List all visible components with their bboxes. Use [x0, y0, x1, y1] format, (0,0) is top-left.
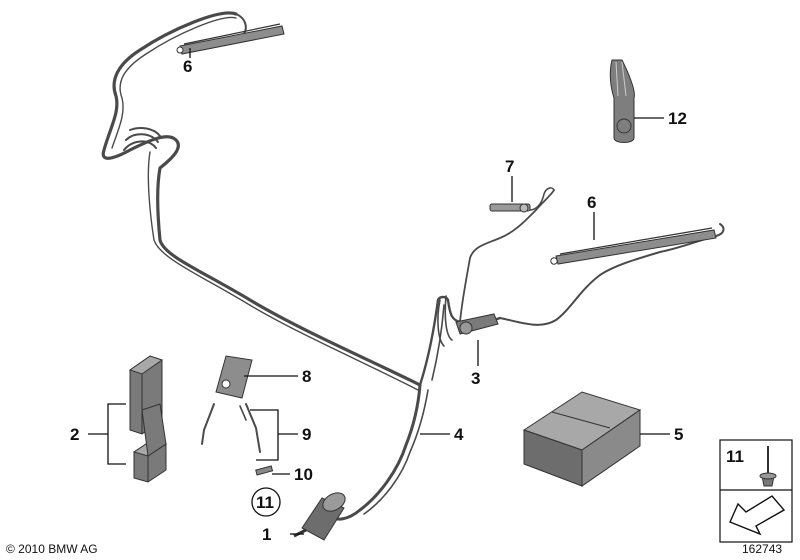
callout-4: 4 — [454, 425, 464, 444]
hose-assembly — [101, 11, 725, 521]
callout-2: 2 — [70, 425, 79, 444]
arrow-icon — [729, 495, 786, 536]
connector-3 — [455, 313, 499, 335]
callout-6-upper: 6 — [183, 57, 192, 76]
leader-lines — [88, 48, 670, 535]
pad-8 — [215, 355, 253, 399]
callout-1: 1 — [262, 525, 271, 544]
callout-8: 8 — [302, 367, 311, 386]
right-wiper-nozzle — [550, 227, 717, 265]
box-5 — [522, 391, 642, 487]
callout-11-circle — [251, 487, 281, 517]
copyright-text: © 2010 BMW AG — [6, 542, 98, 556]
diagram-number: 162743 — [742, 542, 782, 556]
callouts: 6 7 6 12 3 4 5 8 9 10 11 1 2 — [70, 57, 687, 544]
clip-10 — [255, 465, 274, 476]
callout-5: 5 — [674, 425, 683, 444]
foam-blocks-2 — [128, 355, 168, 483]
washer-pump — [293, 492, 346, 541]
callout-3: 3 — [471, 369, 480, 388]
nozzle-7 — [489, 203, 531, 213]
clips-9 — [201, 403, 261, 453]
callout-11: 11 — [256, 493, 274, 512]
rivet-icon — [759, 446, 777, 487]
callout-9: 9 — [302, 425, 311, 444]
callout-10: 10 — [294, 465, 313, 484]
upper-wiper-nozzle — [176, 23, 285, 55]
callout-6-right: 6 — [587, 193, 596, 212]
callout-12: 12 — [668, 109, 687, 128]
inset-label: 11 — [726, 447, 744, 466]
callout-7: 7 — [505, 157, 514, 176]
inset-box: 11 — [719, 439, 793, 543]
nozzle-12 — [609, 59, 635, 143]
